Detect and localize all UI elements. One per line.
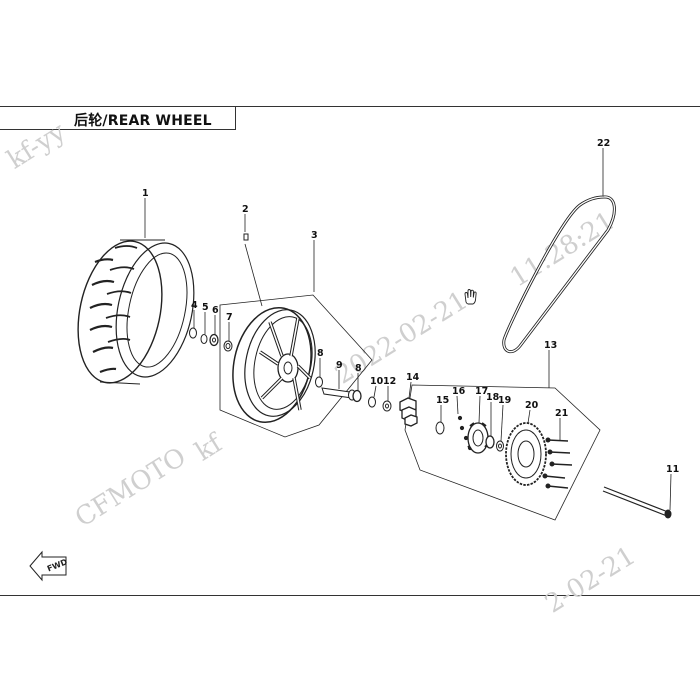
callout-1: 1	[142, 188, 149, 199]
sprocket-bolts	[542, 437, 573, 489]
callout-13: 13	[544, 340, 557, 351]
diagram-frame	[0, 106, 700, 596]
callout-14: 14	[406, 372, 420, 383]
callout-19: 19	[498, 395, 511, 406]
sprocket-group-outline	[404, 384, 601, 521]
left-bearings	[189, 327, 233, 352]
callout-8a: 8	[317, 348, 324, 359]
title-box: 后轮/REAR WHEEL	[0, 106, 236, 130]
callout-15: 15	[436, 395, 449, 406]
callout-12: 12	[383, 376, 396, 387]
circlip-part	[435, 421, 445, 435]
wheel-group-outline	[219, 294, 373, 438]
callout-5: 5	[202, 302, 209, 313]
callout-21: 21	[555, 408, 568, 419]
fwd-arrow-icon: FWD	[29, 550, 69, 582]
sprocket-hub	[457, 415, 504, 454]
callout-7: 7	[226, 312, 233, 323]
callout-10: 10	[370, 376, 384, 387]
rear-axle-part	[602, 486, 672, 519]
callout-2: 2	[242, 204, 249, 215]
damper-part	[399, 397, 418, 427]
callout-18: 18	[486, 392, 500, 403]
hand-cursor-icon	[464, 289, 477, 305]
axle-spacers	[315, 376, 392, 412]
callout-22: 22	[597, 138, 610, 149]
tire-part	[77, 239, 195, 385]
callout-16: 16	[452, 386, 466, 397]
callout-20: 20	[525, 400, 539, 411]
leader-lines	[144, 148, 672, 511]
callout-17: 17	[475, 386, 488, 397]
page-title: 后轮/REAR WHEEL	[74, 113, 212, 129]
callout-6: 6	[212, 305, 219, 316]
chain-part	[502, 195, 616, 354]
callout-4: 4	[191, 300, 198, 311]
callout-8b: 8	[355, 363, 362, 374]
callout-11: 11	[666, 464, 679, 475]
valve-part	[243, 233, 249, 241]
rim-part	[232, 306, 316, 424]
callout-9: 9	[336, 360, 343, 371]
sprocket-part	[505, 422, 547, 486]
callout-labels: 1 2 3 4 5 6 7 8 9 8 10 12 14 15 16 17 18…	[142, 138, 679, 475]
callout-3: 3	[311, 230, 318, 241]
